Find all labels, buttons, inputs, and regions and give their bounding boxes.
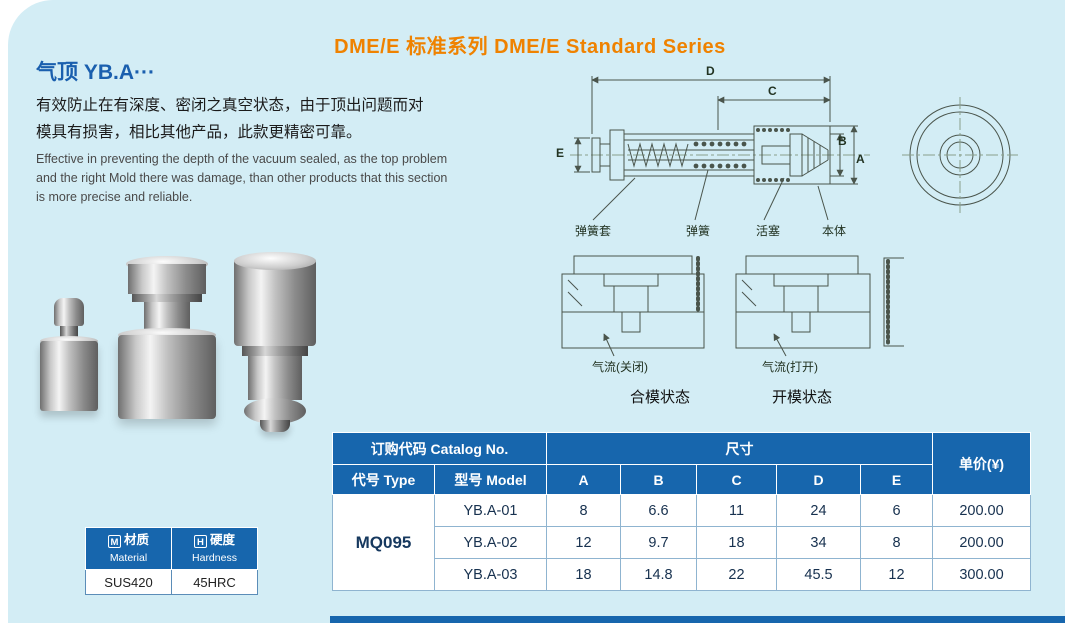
price-cell-3: 300.00 — [932, 558, 1031, 591]
d-cell-1: 24 — [776, 494, 861, 527]
price-header: 单价(¥) — [932, 432, 1031, 495]
type-value-cell: MQ095 — [332, 494, 435, 591]
closed-state-label: 合模状态 — [629, 389, 690, 406]
price-cell-2: 200.00 — [932, 526, 1031, 559]
table-row: MQ095 YB.A-01 8 6.6 11 24 6 200.00 — [332, 494, 1031, 591]
description-en-line2: and the right Mold there was damage, tha… — [36, 170, 448, 185]
hardness-label-en: Hardness — [192, 551, 237, 564]
col-c-header: C — [696, 464, 777, 495]
hardness-label-cn: 硬度 — [209, 532, 235, 547]
type-header: 代号 Type — [332, 464, 435, 495]
hardness-value: 45HRC — [171, 569, 258, 595]
col-d-header: D — [776, 464, 861, 495]
order-table: 订购代码 Catalog No. 尺寸 单价(¥) 代号 Type 型号 Mod… — [332, 432, 1031, 591]
table-row: YB.A-03 18 14.8 22 45.5 12 300.00 — [333, 558, 1031, 591]
description-chinese: 有效防止在有深度、密闭之真空状态，由于顶出问题而对 模具有损害，相比其他产品，此… — [36, 92, 516, 146]
dim-a-label: A — [856, 152, 865, 166]
e-cell-1: 6 — [860, 494, 933, 527]
e-cell-3: 12 — [860, 558, 933, 591]
c-cell-3: 22 — [696, 558, 777, 591]
a-cell-3: 18 — [546, 558, 621, 591]
col-b-header: B — [620, 464, 697, 495]
dim-c-label: C — [768, 84, 777, 98]
state-diagrams-svg — [561, 255, 904, 357]
dim-b-label: B — [838, 134, 847, 148]
description-en-line3: is more precise and reliable. — [36, 189, 193, 204]
model-cell-3: YB.A-03 — [434, 558, 547, 591]
bottom-accent-bar — [330, 616, 1065, 623]
label-body: 本体 — [822, 224, 847, 238]
dim-e-label: E — [556, 146, 565, 160]
material-label-cn: 材质 — [123, 532, 149, 547]
c-cell-2: 18 — [696, 526, 777, 559]
catalog-no-header: 订购代码 Catalog No. — [332, 432, 547, 465]
col-a-header: A — [546, 464, 621, 495]
model-cell-2: YB.A-02 — [434, 526, 547, 559]
table-row: YB.A-02 12 9.7 18 34 8 200.00 — [333, 526, 1031, 559]
b-cell-1: 6.6 — [620, 494, 697, 527]
model-header: 型号 Model — [434, 464, 547, 495]
d-cell-2: 34 — [776, 526, 861, 559]
description-cn-line1: 有效防止在有深度、密闭之真空状态，由于顶出问题而对 — [36, 97, 424, 114]
product-series-title: 气顶 YB.A··· — [36, 61, 155, 84]
label-spring-sleeve: 弹簧套 — [575, 224, 612, 238]
product-photo-large — [232, 252, 318, 434]
c-cell-1: 11 — [696, 494, 777, 527]
price-cell-1: 200.00 — [932, 494, 1031, 527]
a-cell-1: 8 — [546, 494, 621, 527]
model-cell-1: YB.A-01 — [434, 494, 547, 527]
description-english: Effective in preventing the depth of the… — [36, 150, 506, 206]
col-e-header: E — [860, 464, 933, 495]
dim-d-label: D — [706, 64, 715, 78]
a-cell-2: 12 — [546, 526, 621, 559]
label-spring: 弹簧 — [686, 224, 711, 238]
description-en-line1: Effective in preventing the depth of the… — [36, 152, 448, 166]
material-value: SUS420 — [85, 569, 172, 595]
airflow-open-label: 气流(打开) — [762, 360, 818, 374]
e-cell-2: 8 — [860, 526, 933, 559]
material-label-en: Material — [109, 551, 148, 564]
b-cell-3: 14.8 — [620, 558, 697, 591]
b-cell-2: 9.7 — [620, 526, 697, 559]
product-photo-medium — [118, 256, 216, 420]
hardness-icon: H — [193, 534, 207, 548]
assembly-drawing-svg — [570, 76, 1018, 221]
label-piston: 活塞 — [756, 224, 781, 238]
page-title: DME/E 标准系列 DME/E Standard Series — [334, 36, 726, 58]
airflow-closed-label: 气流(关闭) — [592, 360, 648, 374]
size-header: 尺寸 — [546, 432, 933, 465]
open-state-label: 开模状态 — [771, 389, 832, 406]
product-photo-small — [40, 298, 100, 416]
description-cn-line2: 模具有损害，相比其他产品，此款更精密可靠。 — [36, 124, 362, 142]
product-photos — [30, 250, 330, 440]
d-cell-3: 45.5 — [776, 558, 861, 591]
material-icon: M — [107, 534, 121, 548]
